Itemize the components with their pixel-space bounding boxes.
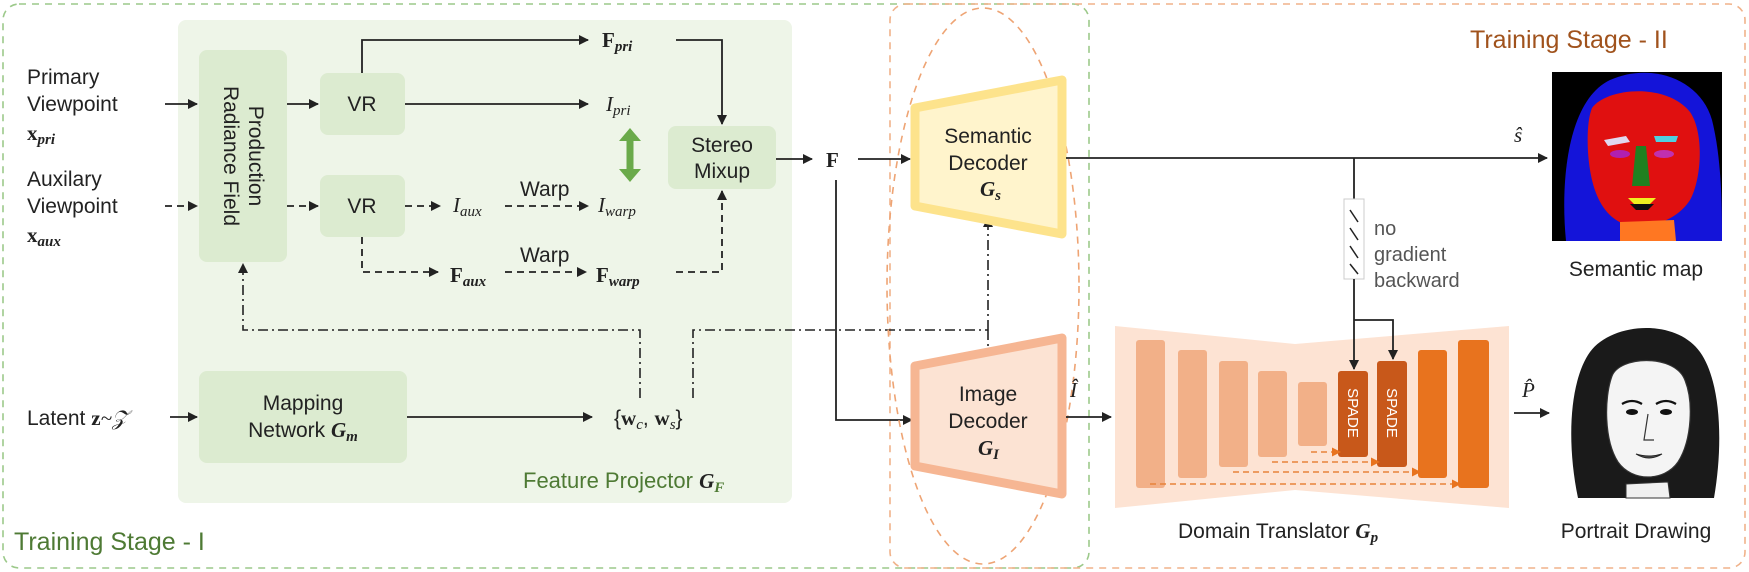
prf-label-1: Production bbox=[244, 106, 267, 206]
warp-label-1: Warp bbox=[520, 178, 569, 201]
arrow-w-prf bbox=[238, 263, 641, 398]
translator-layer-3 bbox=[1219, 361, 1248, 467]
stage1-label: Training Stage - I bbox=[14, 528, 205, 556]
arrow-w-decoders bbox=[692, 329, 988, 398]
break-marks-icon bbox=[1349, 209, 1359, 275]
spade-label-1: SPADE bbox=[1344, 388, 1361, 438]
no-gradient-break bbox=[1343, 198, 1365, 280]
translator-layer-7 bbox=[1458, 340, 1489, 488]
primary-label-2: Viewpoint bbox=[27, 93, 118, 116]
spade-block-2 bbox=[1377, 361, 1407, 467]
feature-projector-label: Feature Projector GF bbox=[523, 468, 724, 496]
spade-label-2: SPADE bbox=[1383, 388, 1400, 438]
i-aux-symbol: Iaux bbox=[452, 193, 482, 220]
arrow-fpri-stereo bbox=[676, 39, 727, 125]
portrait-drawing-image bbox=[1562, 326, 1730, 499]
f-aux-symbol: Faux bbox=[450, 263, 487, 290]
warp-label-2: Warp bbox=[520, 244, 569, 267]
arrow-f-image bbox=[835, 180, 913, 425]
image-decoder-shape bbox=[910, 333, 1067, 499]
spade-block-1 bbox=[1338, 371, 1368, 457]
image-decoder-label-1: Image bbox=[959, 383, 1017, 406]
aux-symbol: xaux bbox=[27, 223, 61, 250]
semantic-map-label: Semantic map bbox=[1569, 258, 1703, 281]
f-warp-symbol: Fwarp bbox=[596, 263, 640, 290]
vr-label-aux: VR bbox=[347, 195, 376, 218]
aux-label-2: Viewpoint bbox=[27, 195, 118, 218]
f-pri-symbol: Fpri bbox=[602, 28, 633, 55]
stereo-mixup-box bbox=[668, 126, 776, 189]
translator-layer-4 bbox=[1258, 371, 1287, 457]
mapping-label-1: Mapping bbox=[263, 392, 344, 415]
latent-label: Latent z~𝒵 bbox=[27, 406, 133, 430]
mapping-label-2: Network Gm bbox=[248, 418, 358, 445]
image-decoder-symbol: GI bbox=[978, 436, 1000, 463]
no-gradient-1: no bbox=[1374, 218, 1396, 240]
semantic-decoder-label-2: Decoder bbox=[948, 152, 1027, 175]
mapping-network-box bbox=[199, 371, 407, 463]
i-warp-symbol: Iwarp bbox=[597, 193, 636, 220]
double-arrow-icon bbox=[619, 128, 641, 182]
i-hat-symbol: Î bbox=[1069, 378, 1079, 402]
stereo-label-1: Stereo bbox=[691, 134, 753, 157]
vr-box-primary bbox=[320, 73, 405, 135]
primary-symbol: xpri bbox=[27, 121, 56, 148]
domain-translator-label: Domain Translator Gp bbox=[1178, 519, 1379, 546]
arrow-fwarp-stereo bbox=[676, 190, 727, 273]
no-gradient-3: backward bbox=[1374, 270, 1460, 292]
stage1-border bbox=[2, 3, 1090, 569]
decoders-region bbox=[886, 7, 1080, 565]
portrait-label: Portrait Drawing bbox=[1561, 520, 1712, 543]
semantic-decoder-shape bbox=[910, 75, 1067, 239]
arrow-branch-spade2 bbox=[1354, 319, 1398, 360]
semantic-map-image bbox=[1552, 72, 1722, 241]
translator-layer-1 bbox=[1136, 340, 1165, 488]
translator-layer-2 bbox=[1178, 350, 1207, 478]
vr-label-primary: VR bbox=[347, 93, 376, 116]
prf-label-2: Radiance Field bbox=[219, 86, 242, 226]
vr-box-aux bbox=[320, 175, 405, 237]
stereo-label-2: Mixup bbox=[694, 160, 750, 183]
stage2-label: Training Stage - II bbox=[1470, 26, 1668, 54]
arrow-vr-faux bbox=[361, 237, 439, 277]
production-radiance-field-box bbox=[199, 50, 287, 262]
arrow-vr-fpri bbox=[361, 35, 589, 73]
image-decoder-label-2: Decoder bbox=[948, 410, 1027, 433]
no-gradient-2: gradient bbox=[1374, 244, 1447, 266]
i-pri-symbol: Ipri bbox=[605, 92, 631, 119]
semantic-decoder-label-1: Semantic bbox=[944, 125, 1032, 148]
translator-layer-5 bbox=[1298, 382, 1327, 446]
f-symbol: F bbox=[826, 148, 839, 172]
p-hat-symbol: P̂ bbox=[1521, 378, 1535, 402]
primary-label-1: Primary bbox=[27, 66, 100, 89]
translator-layer-6 bbox=[1418, 350, 1447, 478]
aux-label-1: Auxilary bbox=[27, 168, 102, 191]
s-hat-symbol: ŝ bbox=[1514, 123, 1523, 147]
semantic-decoder-symbol: Gs bbox=[980, 177, 1001, 204]
w-symbol: {wc, ws} bbox=[614, 406, 683, 433]
